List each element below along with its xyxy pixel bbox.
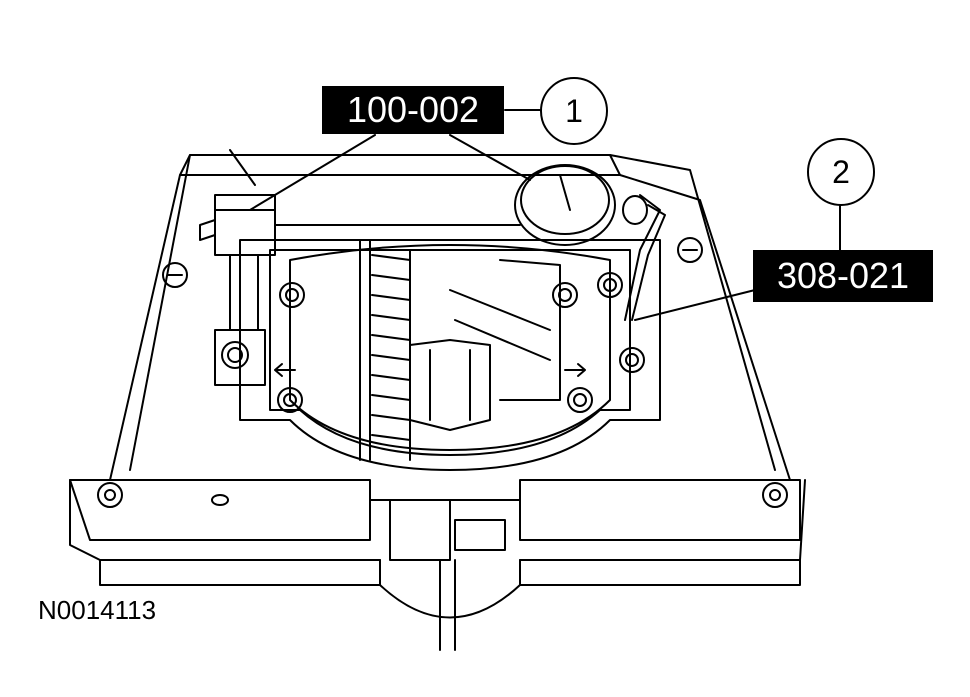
- ring-gear: [359, 239, 411, 461]
- direction-arrows: [274, 363, 586, 377]
- leader-lines: [249, 109, 841, 321]
- bolt-heads: [97, 237, 788, 508]
- callout-1-tool-number: 100-002: [322, 86, 504, 134]
- housing-outline: [69, 149, 806, 651]
- figure-id: N0014113: [38, 595, 157, 625]
- callout-2-number: 2: [807, 138, 875, 206]
- dial-indicator-tool: [199, 164, 666, 386]
- differential-case: [409, 259, 561, 431]
- callout-1-number: 1: [540, 77, 608, 145]
- callout-2-tool-number: 308-021: [753, 250, 933, 302]
- cover-flange: [239, 239, 661, 471]
